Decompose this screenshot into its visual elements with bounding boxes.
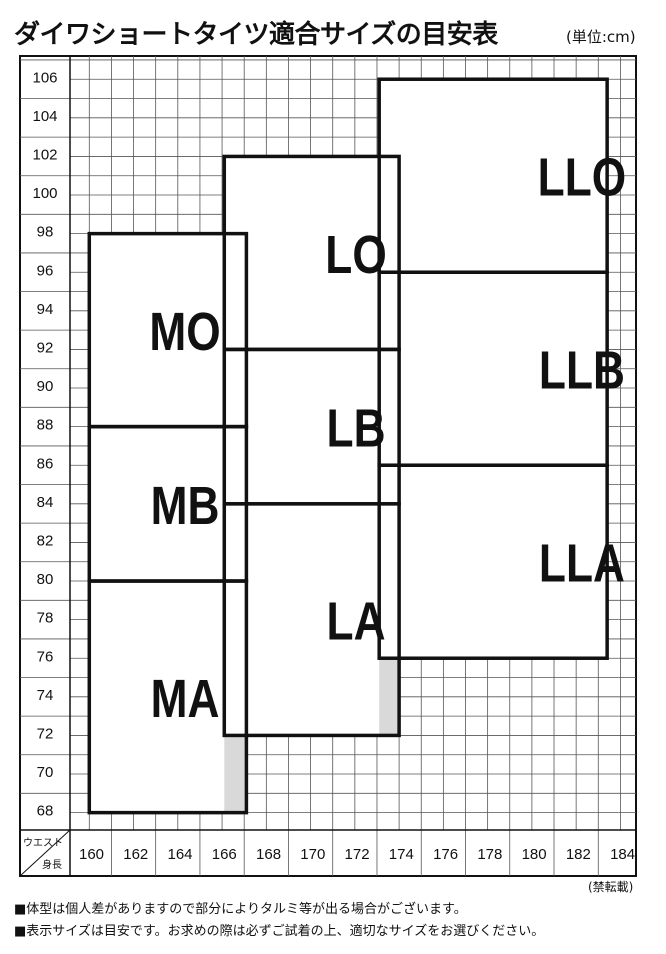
- size-zone-label: LLA: [539, 534, 625, 594]
- x-tick-label: 160: [79, 846, 104, 863]
- x-tick-label: 166: [212, 846, 237, 863]
- y-tick-label: 90: [37, 378, 54, 395]
- y-tick-label: 68: [37, 803, 54, 820]
- corner-diagonal: [19, 829, 71, 877]
- note-body-type: ■体型は個人差がありますので部分によりタルミ等が出る場合がございます。: [14, 902, 467, 917]
- y-tick-label: 76: [37, 648, 54, 665]
- x-tick-label: 168: [256, 846, 281, 863]
- size-zone-lla: [377, 463, 609, 660]
- size-zone-label: MB: [151, 476, 220, 536]
- y-tick-label: 104: [32, 108, 57, 125]
- size-zone-label: LLB: [539, 341, 625, 401]
- unit-label: (単位:cm): [566, 28, 636, 46]
- size-zone-label: MO: [149, 302, 220, 362]
- x-tick-label: 180: [522, 846, 547, 863]
- x-tick-label: 164: [168, 846, 193, 863]
- size-zone-label: LLO: [538, 148, 627, 208]
- y-tick-label: 74: [37, 687, 54, 704]
- size-group-area: [89, 233, 247, 813]
- y-tick-label: 72: [37, 726, 54, 743]
- size-zone-la: [222, 502, 401, 738]
- copyright-notice: (禁転載): [588, 880, 634, 894]
- chart-title: ダイワショートタイツ適合サイズの目安表: [14, 20, 498, 50]
- y-tick-label: 80: [37, 571, 54, 588]
- y-tick-label: 106: [32, 69, 57, 86]
- size-zone-label: LB: [327, 399, 386, 459]
- y-tick-label: 70: [37, 764, 54, 781]
- y-tick-label: 102: [32, 147, 57, 164]
- note-size-guide: ■表示サイズは目安です。お求めの際は必ずご試着の上、適切なサイズをお選びください…: [14, 924, 545, 939]
- y-axis-title: ウエスト: [23, 837, 63, 849]
- x-axis-title: 身長: [42, 858, 62, 871]
- x-tick-label: 172: [345, 846, 370, 863]
- x-tick-label: 182: [566, 846, 591, 863]
- x-tick-label: 178: [477, 846, 502, 863]
- x-tick-label: 176: [433, 846, 458, 863]
- y-tick-label: 98: [37, 224, 54, 241]
- y-tick-label: 94: [37, 301, 54, 318]
- x-tick-label: 174: [389, 846, 414, 863]
- size-zone-label: LA: [327, 592, 386, 652]
- x-tick-label: 162: [123, 846, 148, 863]
- size-group-area: [224, 156, 400, 736]
- size-zone-label: LO: [325, 225, 386, 285]
- y-tick-label: 84: [37, 494, 54, 511]
- y-tick-label: 78: [37, 610, 54, 627]
- y-tick-label: 82: [37, 533, 54, 550]
- y-tick-label: 88: [37, 417, 54, 434]
- x-tick-label: 170: [300, 846, 325, 863]
- size-group-area: [379, 79, 608, 659]
- y-tick-label: 100: [32, 185, 57, 202]
- size-zone-ma: [87, 579, 249, 815]
- y-tick-label: 92: [37, 340, 54, 357]
- size-zone-label: MA: [151, 669, 220, 729]
- y-tick-label: 96: [37, 262, 54, 279]
- y-tick-label: 86: [37, 455, 54, 472]
- x-tick-label: 184: [610, 846, 635, 863]
